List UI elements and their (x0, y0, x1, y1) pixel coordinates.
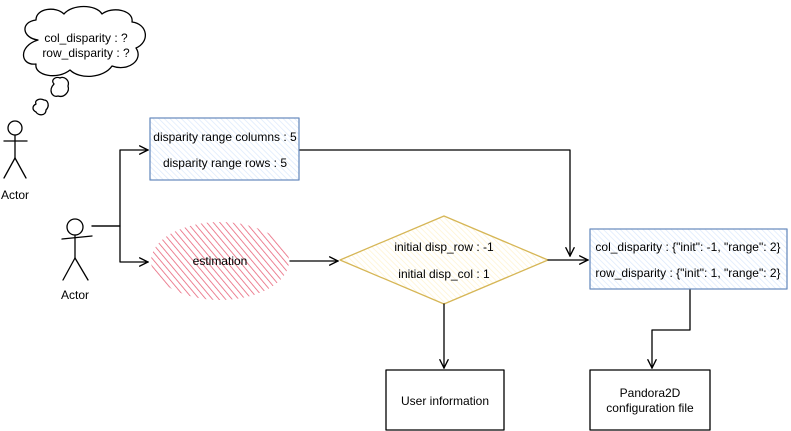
range-to-result-arrow (299, 149, 570, 256)
estimation-label: estimation (193, 254, 248, 268)
config-file-line2: configuration file (606, 401, 694, 415)
actor-top[interactable]: Actor (1, 120, 29, 202)
actor-bottom[interactable]: Actor (61, 218, 93, 302)
range-columns-text: disparity range columns : 5 (153, 130, 297, 144)
config-file-line1: Pandora2D (620, 386, 681, 400)
result-to-config-arrow (652, 289, 691, 368)
actor-connectors (91, 150, 148, 262)
user-information-label: User information (401, 394, 489, 408)
thought-line-col: col_disparity : ? (44, 31, 128, 45)
actor-bottom-label: Actor (61, 288, 89, 302)
thought-cloud: col_disparity : ? row_disparity : ? (22, 5, 146, 77)
thought-bubble-small (32, 98, 49, 116)
thought-bubble-medium (50, 76, 70, 98)
config-file-box[interactable]: Pandora2D configuration file (589, 369, 711, 431)
initial-disp-col-text: initial disp_col : 1 (398, 267, 490, 281)
initial-disp-row-text: initial disp_row : -1 (394, 240, 494, 254)
disparity-range-box[interactable]: disparity range columns : 5 disparity ra… (149, 117, 300, 181)
result-row-disparity-text: row_disparity : {"init": 1, "range": 2} (595, 266, 780, 280)
actor-top-label: Actor (1, 188, 29, 202)
user-information-box[interactable]: User information (385, 369, 505, 431)
disparity-result-box[interactable]: col_disparity : {"init": -1, "range": 2}… (589, 228, 788, 290)
range-rows-text: disparity range rows : 5 (163, 156, 287, 170)
result-col-disparity-text: col_disparity : {"init": -1, "range": 2} (595, 240, 780, 254)
thought-line-row: row_disparity : ? (42, 46, 130, 60)
estimation-ellipse[interactable]: estimation (151, 222, 289, 300)
initial-disparity-diamond[interactable]: initial disp_row : -1 initial disp_col :… (339, 215, 549, 305)
